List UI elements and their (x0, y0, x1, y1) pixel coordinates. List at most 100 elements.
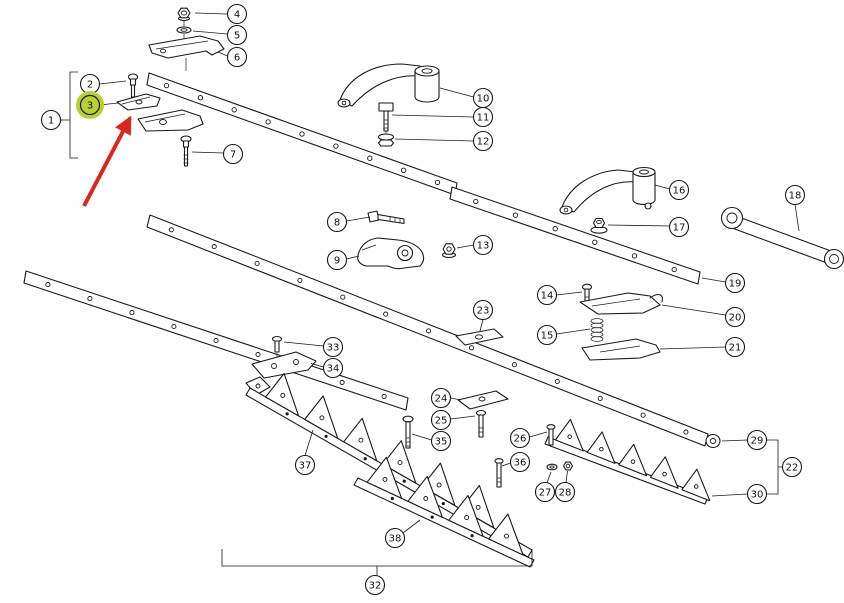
callout-16[interactable]: 16 (668, 179, 690, 201)
group-bracket-22 (766, 439, 783, 495)
callout-label: 1 (48, 116, 54, 127)
washer-5 (176, 21, 192, 34)
group-bracket-1 (60, 71, 78, 159)
callout-label: 30 (751, 490, 764, 501)
guard-bar (23, 270, 409, 411)
nut-17 (590, 217, 608, 234)
callout-30[interactable]: 30 (746, 483, 768, 505)
callout-11[interactable]: 11 (472, 106, 494, 128)
cutter-bar-upper-1 (146, 72, 458, 196)
callout-33[interactable]: 33 (322, 336, 344, 358)
callout-label: 38 (389, 534, 402, 545)
clip-plate-3 (116, 93, 161, 111)
callout-label: 9 (334, 256, 340, 267)
callout-label: 19 (729, 279, 742, 290)
callout-26[interactable]: 26 (509, 427, 531, 449)
leader-lines (99, 12, 800, 534)
callout-6[interactable]: 6 (226, 46, 248, 68)
callout-label: 4 (234, 10, 240, 21)
callout-22[interactable]: 22 (781, 456, 803, 478)
nut-13 (441, 243, 457, 259)
callout-7[interactable]: 7 (222, 143, 244, 165)
callout-18[interactable]: 18 (784, 184, 806, 206)
callout-label: 35 (435, 437, 448, 448)
callout-label: 11 (477, 113, 490, 124)
callout-label: 33 (327, 343, 340, 354)
nut-12 (377, 131, 395, 147)
callout-label: 5 (234, 31, 240, 42)
callout-13[interactable]: 13 (472, 234, 494, 256)
callout-29[interactable]: 29 (746, 429, 768, 451)
callout-1[interactable]: 1 (40, 109, 62, 131)
callout-37[interactable]: 37 (294, 454, 316, 476)
bolt-7 (180, 135, 192, 167)
callout-label: 24 (435, 394, 448, 405)
callout-label: 6 (234, 53, 240, 64)
callout-label: 21 (729, 343, 742, 354)
callout-label: 16 (673, 186, 686, 197)
callout-label: 23 (477, 306, 490, 317)
callout-label: 25 (435, 416, 448, 427)
callout-20[interactable]: 20 (724, 306, 746, 328)
callout-label: 7 (230, 150, 236, 161)
callout-label: 14 (541, 291, 554, 302)
callout-36[interactable]: 36 (509, 451, 531, 473)
callout-9[interactable]: 9 (326, 249, 348, 271)
callout-label: 17 (673, 223, 686, 234)
holddown-clip-20 (579, 292, 663, 315)
callout-21[interactable]: 21 (724, 336, 746, 358)
callout-8[interactable]: 8 (326, 211, 348, 233)
washer-27 (546, 463, 558, 471)
callout-32[interactable]: 32 (364, 574, 386, 596)
callout-4[interactable]: 4 (226, 3, 248, 25)
clamp-9 (357, 237, 425, 270)
bolt-8 (367, 210, 405, 225)
callout-label: 37 (299, 461, 312, 472)
callout-2[interactable]: 2 (79, 73, 101, 95)
callout-label: 32 (369, 581, 382, 592)
callout-label: 20 (729, 313, 742, 324)
spring-15 (590, 318, 604, 342)
callout-25[interactable]: 25 (430, 409, 452, 431)
callout-label: 34 (327, 364, 340, 375)
callout-label: 28 (559, 488, 572, 499)
callout-label: 10 (477, 94, 490, 105)
cutter-bar-upper-2 (449, 186, 701, 285)
plate-24 (457, 390, 509, 410)
nut-28 (562, 461, 574, 471)
callout-17[interactable]: 17 (668, 216, 690, 238)
callout-label: 12 (477, 137, 490, 148)
callout-label: 29 (751, 436, 764, 447)
callout-label: 36 (514, 458, 527, 469)
callout-label: 13 (477, 241, 490, 252)
callout-35[interactable]: 35 (430, 430, 452, 452)
plate-34 (251, 351, 317, 379)
bolt-35 (402, 415, 414, 449)
bolt-11 (378, 102, 394, 132)
callout-14[interactable]: 14 (536, 284, 558, 306)
callout-label: 2 (87, 80, 93, 91)
callout-label: 22 (786, 463, 799, 474)
callout-23[interactable]: 23 (472, 299, 494, 321)
bolt-2 (127, 73, 139, 98)
callout-34[interactable]: 34 (322, 357, 344, 379)
callout-label: 26 (514, 434, 527, 445)
callout-3[interactable]: 3 (76, 91, 104, 119)
nut-4 (177, 7, 191, 22)
holder-clamp (137, 109, 204, 132)
callout-5[interactable]: 5 (226, 24, 248, 46)
callout-38[interactable]: 38 (384, 527, 406, 549)
group-bracket-32 (221, 549, 533, 575)
callout-12[interactable]: 12 (472, 130, 494, 152)
callout-24[interactable]: 24 (430, 387, 452, 409)
callout-28[interactable]: 28 (554, 481, 576, 503)
callout-label: 15 (541, 331, 554, 342)
callout-10[interactable]: 10 (472, 87, 494, 109)
wear-plate-21 (581, 338, 661, 361)
callout-19[interactable]: 19 (724, 272, 746, 294)
pointer-arrow (82, 115, 132, 207)
callout-15[interactable]: 15 (536, 324, 558, 346)
callout-27[interactable]: 27 (534, 481, 556, 503)
swing-arm-10 (337, 63, 440, 108)
callout-label: 3 (87, 101, 93, 112)
